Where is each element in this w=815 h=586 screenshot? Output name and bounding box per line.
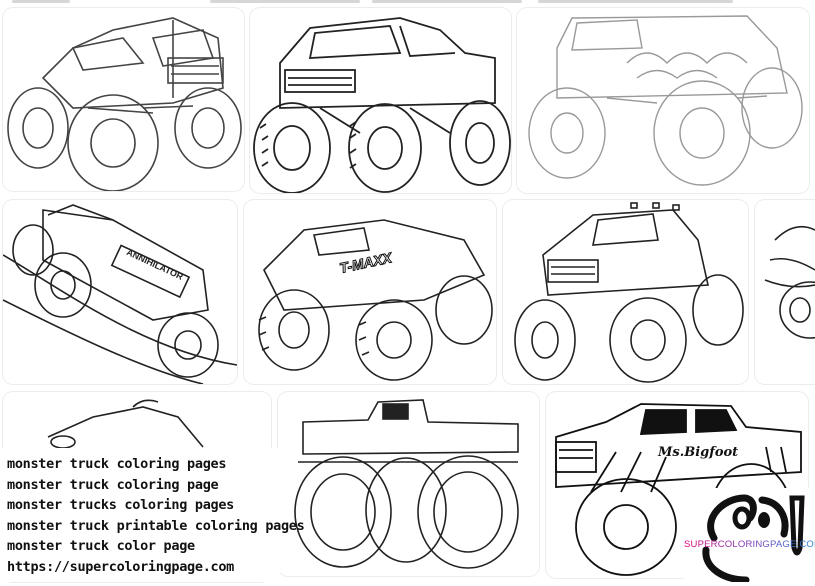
- monster-truck-drawing: ANNIHILATOR: [3, 204, 237, 384]
- palette-icon: [702, 494, 805, 584]
- image-tile-monster-truck-6[interactable]: [503, 200, 748, 384]
- caption-box: monster truck coloring pages monster tru…: [0, 448, 305, 582]
- top-strip: [538, 0, 733, 3]
- logo-text: SUPERCOLORINGPAGE.COM: [684, 539, 815, 550]
- image-tile-monster-truck-8[interactable]: [278, 392, 539, 576]
- supercoloringpage-logo: SUPERCOLORINGPAGE.COM: [684, 488, 815, 584]
- monster-truck-drawing: [528, 15, 803, 186]
- monster-truck-drawing: T-MAXX: [258, 219, 493, 381]
- monster-truck-drawing: [253, 17, 511, 193]
- image-tile-monster-truck-1[interactable]: [3, 8, 244, 191]
- monster-truck-drawing: [514, 202, 744, 383]
- truck-label-annihilator: ANNIHILATOR: [125, 247, 185, 282]
- truck-label-tmaxx: T-MAXX: [338, 249, 395, 276]
- logo-wordmark: SUPERCOLORINGPAGE.COM: [684, 539, 815, 550]
- caption-url[interactable]: https://supercoloringpage.com: [7, 558, 235, 575]
- caption-line: monster trucks coloring pages: [7, 497, 235, 513]
- image-tile-monster-truck-4[interactable]: ANNIHILATOR: [3, 200, 237, 384]
- caption-line: monster truck printable coloring pages: [7, 517, 305, 534]
- top-strip: [12, 0, 70, 3]
- image-tile-partial[interactable]: [755, 200, 815, 384]
- top-strip: [210, 0, 360, 3]
- image-tile-monster-truck-3[interactable]: [517, 8, 809, 193]
- caption-line: monster truck coloring pages: [7, 456, 227, 472]
- partial-drawing: [764, 225, 815, 339]
- image-tile-monster-truck-2[interactable]: [250, 8, 511, 193]
- monster-truck-drawing: [294, 399, 519, 569]
- image-tile-monster-truck-5[interactable]: T-MAXX: [244, 200, 496, 384]
- caption-line: monster truck color page: [7, 538, 195, 554]
- monster-truck-drawing: [7, 17, 242, 191]
- truck-label-bigfoot: Ms.Bigfoot: [657, 445, 738, 460]
- top-strip: [372, 0, 522, 3]
- caption-line: monster truck coloring page: [7, 476, 219, 493]
